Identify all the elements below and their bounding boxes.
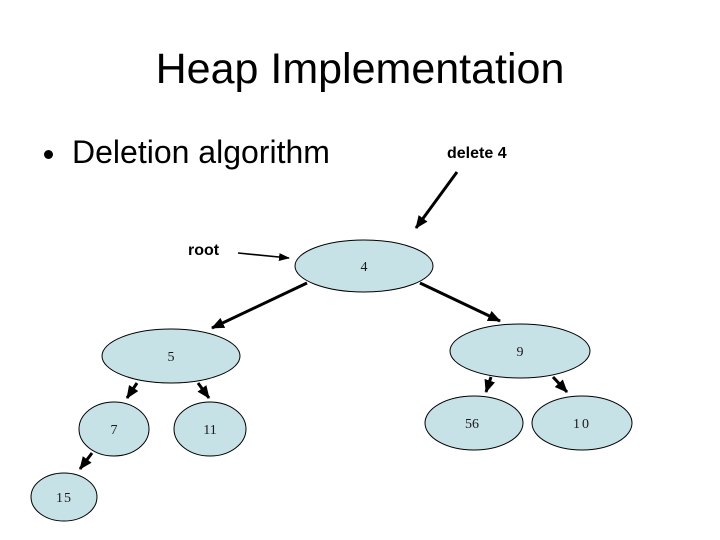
bullet-icon [44, 149, 53, 159]
node-4-shape [294, 239, 434, 293]
node-10-value: 10 [573, 417, 591, 432]
heap-node-4: 4 [294, 239, 434, 293]
edge-7-15 [78, 452, 94, 470]
node-15-shape [30, 472, 98, 522]
node-9-value: 9 [517, 345, 524, 360]
edge-5-7 [125, 382, 139, 399]
heap-node-15: 15 [30, 472, 98, 522]
node-56-shape [424, 395, 524, 451]
slide-title: Heap Implementation [155, 45, 565, 93]
edge-4-9 [419, 281, 501, 323]
heap-node-56: 56 [424, 395, 524, 451]
heap-node-11: 11 [173, 401, 247, 457]
edge-9-10 [551, 375, 569, 394]
node-7-value: 7 [111, 423, 118, 438]
heap-node-9: 9 [449, 323, 591, 379]
delete-arrow [414, 171, 459, 229]
node-9-shape [449, 323, 591, 379]
node-7-shape [78, 401, 150, 457]
node-11-value: 11 [203, 423, 216, 438]
node-5-shape [101, 328, 241, 384]
node-11-shape [173, 401, 247, 457]
edge-9-56 [484, 376, 496, 393]
heap-node-7: 7 [78, 401, 150, 457]
node-56-value: 56 [465, 417, 479, 432]
heap-node-10: 10 [531, 395, 633, 451]
heap-node-5: 5 [101, 328, 241, 384]
node-4-value: 4 [361, 260, 368, 275]
node-15-value: 15 [56, 491, 72, 506]
bullet-text: Deletion algorithm [72, 134, 330, 170]
node-5-value: 5 [168, 350, 175, 365]
edge-4-5 [211, 281, 308, 330]
node-10-shape [531, 395, 633, 451]
root-arrow [237, 252, 290, 262]
root-annotation-label: root [188, 242, 220, 259]
edge-5-11 [196, 382, 211, 399]
bullet-item: Deletion algorithm [44, 136, 330, 168]
delete-annotation-label: delete 4 [447, 145, 507, 162]
